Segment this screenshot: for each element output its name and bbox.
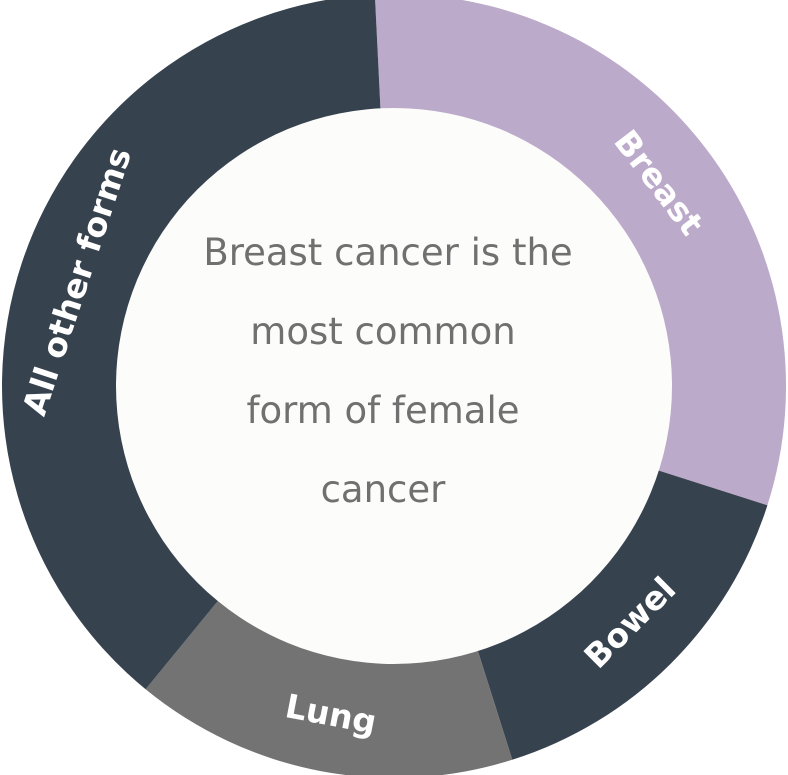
center-text-line-4: cancer: [321, 468, 447, 511]
center-text-line-2: most common: [250, 310, 515, 353]
center-text-line-3: form of female: [246, 389, 519, 432]
center-text-line-1: Breast cancer is the: [203, 231, 572, 274]
donut-center: [116, 108, 672, 664]
